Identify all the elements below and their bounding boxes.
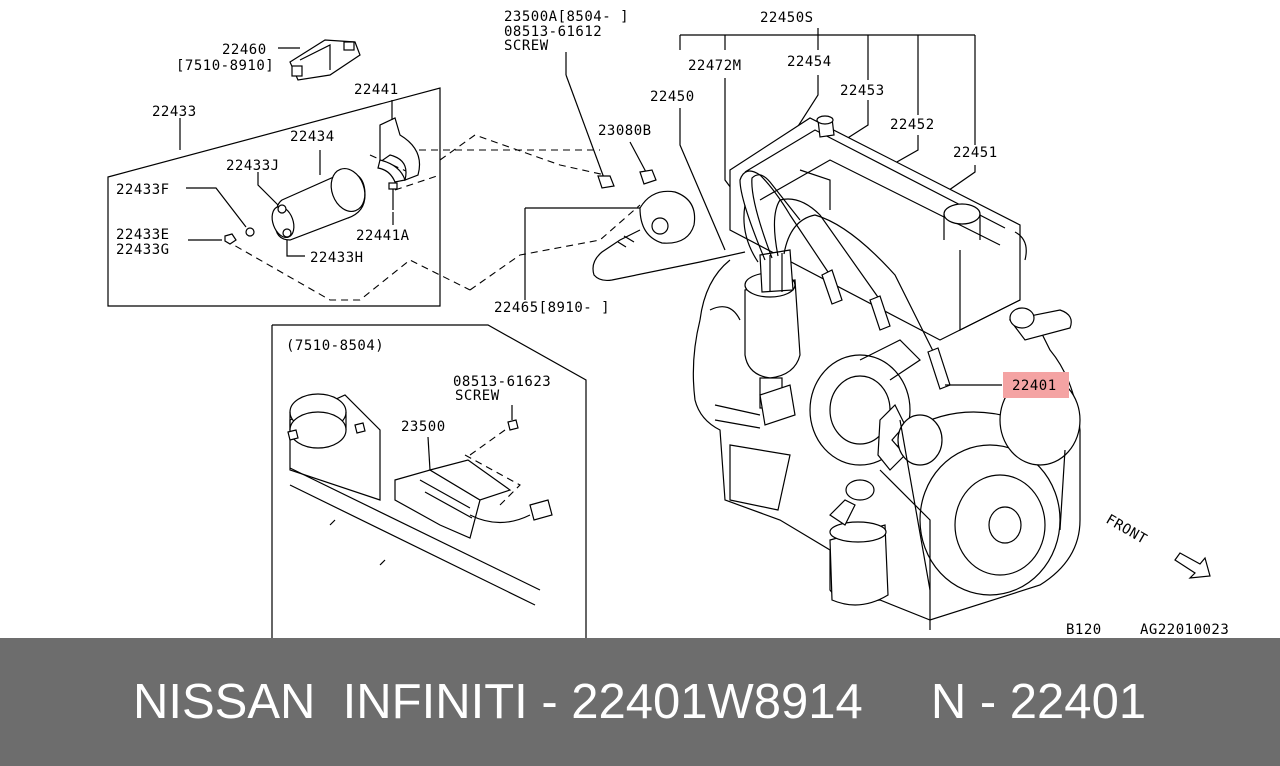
label-front: FRONT: [1103, 512, 1150, 548]
label-inset-range: (7510-8504): [286, 338, 384, 354]
label-22472m: 22472M: [688, 58, 742, 74]
label-22465: 22465[8910- ]: [494, 300, 610, 316]
front-arrow: [1174, 552, 1211, 579]
engine: [692, 115, 1081, 630]
washer-22433f: [245, 227, 255, 237]
crank-angle-sensor: [524, 190, 746, 300]
label-23080b: 23080B: [598, 123, 652, 139]
control-unit-23500: [394, 459, 553, 539]
inset-box: [271, 324, 587, 638]
ignition-coil-group: [107, 87, 441, 307]
label-22433e: 22433E: [116, 227, 170, 243]
ignition-coil: [271, 150, 366, 241]
nut-23080b: [629, 141, 657, 185]
label-22441a: 22441A: [356, 228, 410, 244]
highlight-22401: [1003, 372, 1069, 398]
label-ref-left: B120: [1066, 622, 1102, 638]
coil-bracket: [377, 100, 421, 183]
label-22450s: 22450S: [760, 10, 814, 26]
label-22401: 22401: [1012, 378, 1057, 394]
label-22453: 22453: [840, 83, 885, 99]
label-22441: 22441: [354, 82, 399, 98]
bolt-22441a: [388, 182, 398, 225]
label-22433j: 22433J: [226, 158, 280, 174]
part-number-banner: [0, 638, 1280, 766]
label-22433f: 22433F: [116, 182, 170, 198]
screw-23500a: [565, 52, 615, 189]
label-22450: 22450: [650, 89, 695, 105]
label-22434: 22434: [290, 129, 335, 145]
label-23500: 23500: [401, 419, 446, 435]
nut-22433e: [224, 233, 237, 245]
label-22433h: 22433H: [310, 250, 364, 266]
label-screw-top: SCREW: [504, 38, 549, 54]
label-22451: 22451: [953, 145, 998, 161]
oil-filter: [829, 521, 889, 606]
label-ref-right: AG22010023: [1140, 622, 1229, 638]
plug-wires: [739, 170, 936, 356]
label-22433: 22433: [152, 104, 197, 120]
label-22460: 22460: [222, 42, 267, 58]
resistor-22460: [278, 39, 361, 81]
alternator: [809, 339, 921, 471]
label-screw-inset: SCREW: [455, 388, 500, 404]
parts-diagram: 22460 [7510-8910] 22433 22441 22434 2243…: [107, 9, 1229, 638]
distributor: [744, 249, 801, 409]
banner-text: NISSAN INFINITI - 22401W8914 N - 22401: [133, 675, 1147, 729]
label-22433g: 22433G: [116, 242, 170, 258]
label-08513-top: 08513-61612: [504, 24, 602, 40]
label-22454: 22454: [787, 54, 832, 70]
label-22452: 22452: [890, 117, 935, 133]
label-08513-inset: 08513-61623: [453, 374, 551, 390]
label-23500a: 23500A[8504- ]: [504, 9, 629, 25]
label-22460-range: [7510-8910]: [176, 58, 274, 74]
